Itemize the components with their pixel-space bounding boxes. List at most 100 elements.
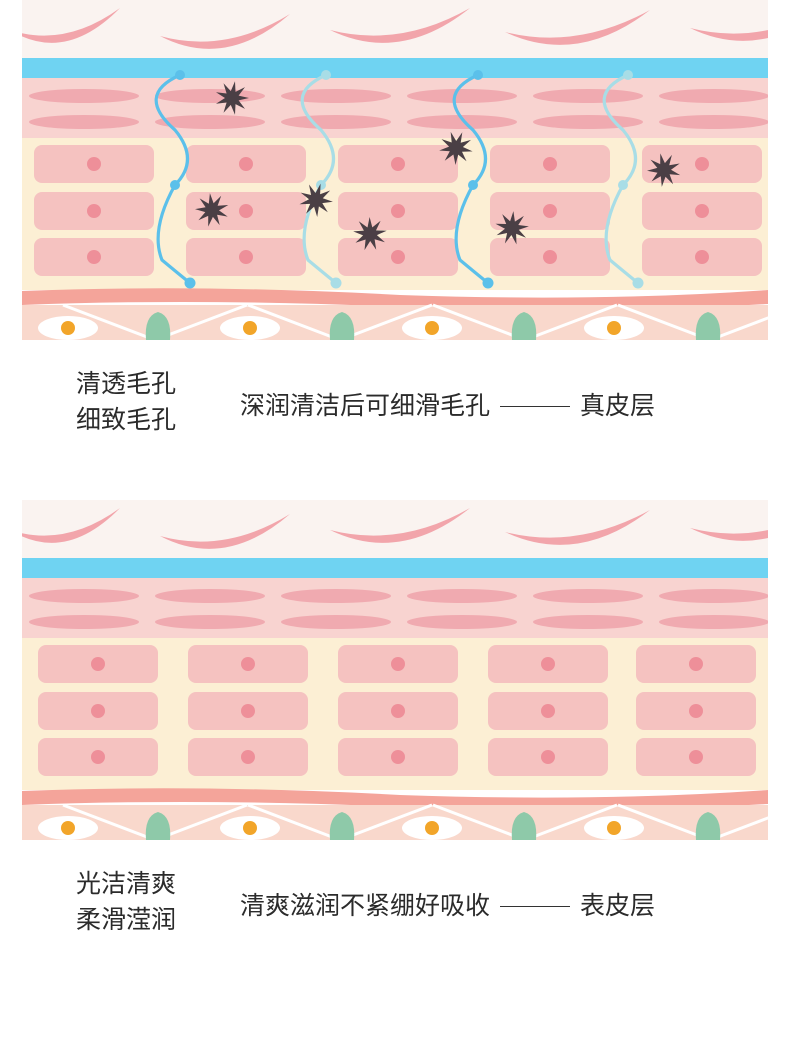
oval-cell xyxy=(659,115,768,129)
cell-nucleus xyxy=(543,204,557,218)
pore-opening xyxy=(175,70,185,80)
fibroblast-nucleus xyxy=(243,821,257,835)
cell-nucleus xyxy=(91,704,105,718)
oval-cell xyxy=(533,615,643,629)
oval-cell xyxy=(29,589,139,603)
cell-nucleus xyxy=(391,250,405,264)
oval-cell xyxy=(281,89,391,103)
oval-cell xyxy=(281,115,391,129)
pore-opening xyxy=(321,70,331,80)
dermis-fiber xyxy=(247,303,433,340)
skin-layers xyxy=(22,500,768,840)
pore-root xyxy=(632,277,644,289)
surface-cell xyxy=(330,508,470,543)
panel-pore-cleansing: 清透毛孔 细致毛孔 深润清洁后可细滑毛孔 真皮层 xyxy=(0,0,790,500)
dash-divider xyxy=(500,905,571,907)
panel-caption: 深润清洁后可细滑毛孔 真皮层 xyxy=(240,388,655,424)
cell-nucleus xyxy=(391,750,405,764)
oval-cell xyxy=(659,589,768,603)
pore-opening xyxy=(473,70,483,80)
spinous-band xyxy=(22,578,768,638)
pore-node xyxy=(618,180,628,190)
cell-nucleus xyxy=(87,204,101,218)
oval-cell xyxy=(155,615,265,629)
surface-area xyxy=(22,0,768,60)
heading-line: 细致毛孔 xyxy=(76,405,177,434)
dirt-particle xyxy=(353,217,387,251)
panel-heading: 清透毛孔 细致毛孔 xyxy=(76,366,176,438)
cell-nucleus xyxy=(541,750,555,764)
oval-cell xyxy=(281,615,391,629)
dirt-particle xyxy=(299,183,333,217)
cell-nucleus xyxy=(91,750,105,764)
surface-cell xyxy=(330,8,470,43)
basement-membrane xyxy=(22,288,768,310)
skin-diagram-epidermis xyxy=(22,500,768,840)
oval-cell xyxy=(407,89,517,103)
heading-line: 光洁清爽 xyxy=(76,869,177,898)
fibroblast-nucleus xyxy=(607,321,621,335)
cell-nucleus xyxy=(689,750,703,764)
dermis-fiber xyxy=(432,303,618,340)
oval-cell xyxy=(29,89,139,103)
fibroblast-nucleus xyxy=(607,821,621,835)
cell-nucleus xyxy=(541,657,555,671)
dirt-particle xyxy=(216,81,249,115)
oval-cell xyxy=(407,115,517,129)
cell-nucleus xyxy=(239,157,253,171)
cell-nucleus xyxy=(689,704,703,718)
oval-cell xyxy=(155,89,265,103)
description-text: 深润清洁后可细滑毛孔 xyxy=(240,391,491,420)
surface-cell xyxy=(22,508,120,543)
oval-cell xyxy=(533,89,643,103)
cell-nucleus xyxy=(239,204,253,218)
stratum-band xyxy=(22,58,768,78)
oval-cell xyxy=(155,115,265,129)
surface-cell xyxy=(690,528,768,541)
cell-nucleus xyxy=(241,750,255,764)
heading-line: 柔滑滢润 xyxy=(76,905,177,934)
surface-area xyxy=(22,500,768,560)
dirt-particle xyxy=(195,193,229,227)
fibroblast-nucleus xyxy=(61,821,75,835)
dermis-fiber xyxy=(62,303,248,340)
fibroblast-nucleus xyxy=(61,321,75,335)
oval-cell xyxy=(407,615,517,629)
pore-node xyxy=(468,180,478,190)
cell-nucleus xyxy=(695,157,709,171)
panel-heading: 光洁清爽 柔滑滢润 xyxy=(76,866,176,938)
green-cell xyxy=(511,812,537,840)
cell-nucleus xyxy=(391,704,405,718)
stratum-band xyxy=(22,558,768,578)
green-cell xyxy=(695,812,721,840)
dermis-fiber xyxy=(617,803,768,840)
oval-cell xyxy=(29,615,139,629)
oval-cell xyxy=(659,615,768,629)
pore-root xyxy=(184,277,196,289)
basement-membrane xyxy=(22,788,768,810)
panel-smooth-moisture: 光洁清爽 柔滑滢润 清爽滋润不紧绷好吸收 表皮层 xyxy=(0,500,790,1000)
pore-node xyxy=(316,180,326,190)
description-text: 清爽滋润不紧绷好吸收 xyxy=(240,891,491,920)
dirt-particle xyxy=(439,131,473,165)
layer-label: 真皮层 xyxy=(580,391,656,420)
oval-cell xyxy=(407,589,517,603)
fibroblast-nucleus xyxy=(425,821,439,835)
skin-diagram-dermis xyxy=(22,0,768,340)
oval-cell xyxy=(533,589,643,603)
cell-nucleus xyxy=(87,250,101,264)
cell-nucleus xyxy=(391,157,405,171)
green-cell xyxy=(329,812,355,840)
dermis-band xyxy=(22,305,768,340)
cell-nucleus xyxy=(541,704,555,718)
cell-nucleus xyxy=(543,157,557,171)
oval-cell xyxy=(29,115,139,129)
cell-nucleus xyxy=(689,657,703,671)
fibroblast-nucleus xyxy=(243,321,257,335)
green-cell xyxy=(329,312,355,340)
oval-cell xyxy=(533,115,643,129)
pore-opening xyxy=(623,70,633,80)
cell-nucleus xyxy=(91,657,105,671)
cell-nucleus xyxy=(391,657,405,671)
fibroblast-nucleus xyxy=(425,321,439,335)
